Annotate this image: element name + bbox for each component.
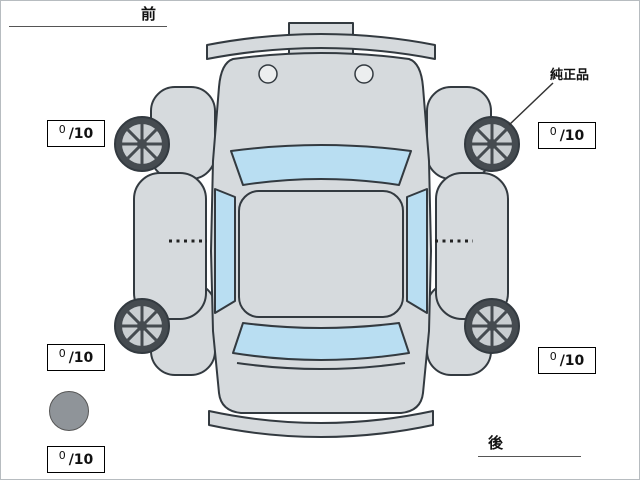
genuine-part-pointer-line xyxy=(508,82,554,126)
side-window-left xyxy=(214,188,236,314)
windshield xyxy=(230,144,412,186)
score-max: /10 xyxy=(68,349,94,366)
trunk-line xyxy=(236,362,406,370)
car-silhouette xyxy=(210,52,432,414)
score-max: /10 xyxy=(559,352,585,369)
wheel-rear-right xyxy=(463,297,521,355)
score-max: /10 xyxy=(68,125,94,142)
front-label: 前 xyxy=(9,3,167,27)
tread-score-front-right: 0 /10 xyxy=(538,122,596,149)
score-value: 0 xyxy=(58,347,66,360)
wheel-front-left xyxy=(113,115,171,173)
score-value: 0 xyxy=(58,449,66,462)
score-value: 0 xyxy=(549,350,557,363)
side-window-right xyxy=(406,188,428,314)
tread-score-rear-right: 0 /10 xyxy=(538,347,596,374)
tread-score-rear-left: 0 /10 xyxy=(47,344,105,371)
car-windows xyxy=(214,144,428,361)
front-label-text: 前 xyxy=(140,5,157,23)
headlight-left-icon xyxy=(258,64,278,84)
wheel-rear-left xyxy=(113,297,171,355)
car-body xyxy=(206,22,436,438)
rear-window xyxy=(232,322,410,361)
score-value: 0 xyxy=(58,123,66,136)
score-max: /10 xyxy=(559,127,585,144)
genuine-part-label: 純正品 xyxy=(550,68,590,83)
tread-score-spare: 0 /10 xyxy=(47,446,105,473)
score-max: /10 xyxy=(68,451,94,468)
front-bumper xyxy=(206,33,436,60)
score-value: 0 xyxy=(549,125,557,138)
rear-label-text: 後 xyxy=(488,434,505,452)
rear-bumper xyxy=(208,410,434,438)
headlight-right-icon xyxy=(354,64,374,84)
wheel-front-right xyxy=(463,115,521,173)
rear-label: 後 xyxy=(478,432,581,457)
roof-outline xyxy=(238,190,404,318)
tread-score-front-left: 0 /10 xyxy=(47,120,105,147)
spare-tire-icon xyxy=(49,391,89,431)
